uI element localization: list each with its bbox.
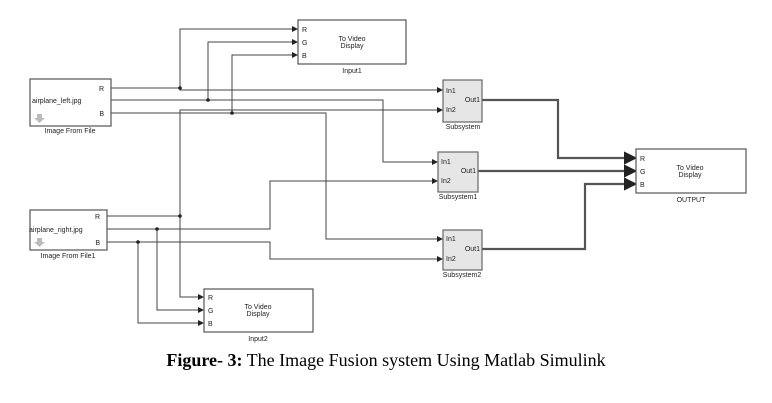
signal-line <box>208 99 438 165</box>
figure-number: Figure- 3: <box>166 350 243 370</box>
download-arrow-icon <box>34 114 45 123</box>
image-from-file-left-block[interactable]: R airplane_left.jpg B Image From File <box>29 78 112 135</box>
signal-line <box>179 87 443 93</box>
port-in2: In2 <box>441 178 451 185</box>
signal-line <box>138 241 443 262</box>
port-r: R <box>95 214 100 221</box>
download-arrow-icon <box>34 238 45 247</box>
signal-line <box>111 26 298 89</box>
signal-line <box>107 241 204 326</box>
output-video-display-block[interactable]: R G B To Video Display OUTPUT <box>635 148 747 204</box>
subsystem2-block[interactable]: In1 Out1 In2 Subsystem2 <box>442 229 483 279</box>
signal-line <box>179 216 204 300</box>
signal-line <box>482 98 638 165</box>
signal-line <box>107 228 204 313</box>
block-label: Subsystem <box>446 124 481 131</box>
signal-line <box>232 112 443 242</box>
input2-video-display-block[interactable]: R G B To Video Display Input2 <box>203 288 314 343</box>
signal-line <box>482 177 638 251</box>
branch-point <box>178 86 182 90</box>
port-in1: In1 <box>446 236 456 243</box>
block-label: Image From File1 <box>41 253 96 260</box>
signal-lines <box>107 26 638 326</box>
port-b: B <box>640 182 645 189</box>
file-name: airplane_right.jpg <box>29 227 83 234</box>
branch-point <box>155 227 159 231</box>
port-in2: In2 <box>446 256 456 263</box>
input1-video-display-block[interactable]: R G B To Video Display Input1 <box>297 19 407 75</box>
port-b: B <box>95 240 100 247</box>
port-r: R <box>208 295 213 302</box>
port-out1: Out1 <box>465 246 480 253</box>
block-title: To Video <box>244 304 271 311</box>
port-in1: In1 <box>441 159 451 166</box>
signal-line <box>107 107 443 217</box>
block-title: To Video <box>676 165 703 172</box>
image-from-file-right-block[interactable]: R airplane_right.jpg B Image From File1 <box>29 209 108 260</box>
file-name: airplane_left.jpg <box>32 98 82 105</box>
port-r: R <box>99 86 104 93</box>
block-label: Subsystem2 <box>443 272 482 279</box>
port-g: G <box>640 169 645 176</box>
branch-point <box>136 240 140 244</box>
block-title: Display <box>247 311 270 318</box>
figure-caption: Figure- 3: The Image Fusion system Using… <box>0 350 772 371</box>
signal-line <box>111 39 298 101</box>
branch-point <box>230 111 234 115</box>
port-g: G <box>208 308 213 315</box>
signal-line <box>157 178 438 230</box>
port-out1: Out1 <box>465 97 480 104</box>
branch-point <box>206 98 210 102</box>
block-label: Input2 <box>248 336 268 343</box>
signal-line <box>111 52 298 114</box>
block-title: Display <box>679 172 702 179</box>
block-label: Image From File <box>45 128 96 135</box>
port-g: G <box>302 40 307 47</box>
branch-point <box>178 214 182 218</box>
subsystem1-block[interactable]: In1 Out1 In2 Subsystem1 <box>437 151 479 201</box>
block-title: To Video <box>338 36 365 43</box>
port-b: B <box>99 111 104 118</box>
port-in2: In2 <box>446 107 456 114</box>
caption-text: The Image Fusion system Using Matlab Sim… <box>242 350 606 370</box>
block-label: Input1 <box>342 68 362 75</box>
port-in1: In1 <box>446 88 456 95</box>
port-r: R <box>302 27 307 34</box>
port-b: B <box>208 321 213 328</box>
subsystem-block[interactable]: In1 Out1 In2 Subsystem <box>442 79 483 131</box>
block-label: Subsystem1 <box>439 194 478 201</box>
port-out1: Out1 <box>461 168 476 175</box>
block-title: Display <box>341 43 364 50</box>
port-b: B <box>302 53 307 60</box>
block-label: OUTPUT <box>677 197 707 204</box>
port-r: R <box>640 156 645 163</box>
